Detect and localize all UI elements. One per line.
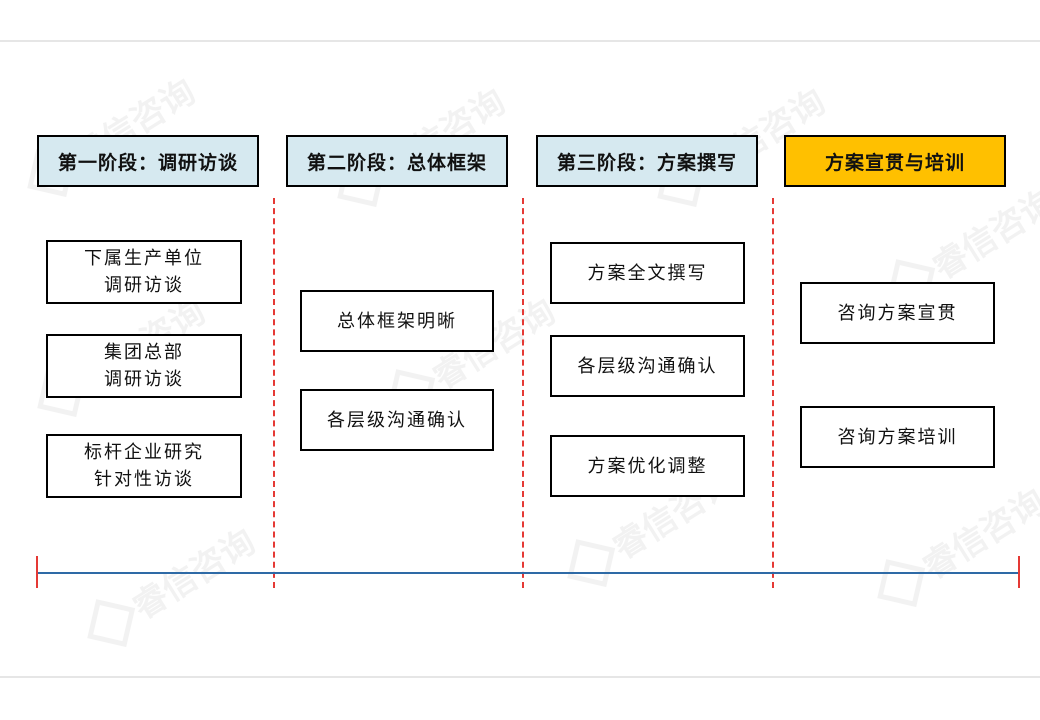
phase-header-4: 方案宣贯与培训 [784, 135, 1006, 187]
timeline-axis [37, 572, 1019, 574]
top-rule [0, 40, 1040, 42]
phase-divider-1 [273, 198, 275, 588]
phase-header-3: 第三阶段：方案撰写 [536, 135, 758, 187]
phase-1-item-1: 下属生产单位 调研访谈 [46, 240, 242, 304]
phase-4-item-2: 咨询方案培训 [800, 406, 995, 468]
timeline-tick-end [1018, 556, 1020, 588]
watermark: 睿信咨询 [871, 475, 1040, 614]
phase-header-2: 第二阶段：总体框架 [286, 135, 508, 187]
phase-header-1: 第一阶段：调研访谈 [37, 135, 259, 187]
phase-3-item-2: 各层级沟通确认 [550, 335, 745, 397]
phase-4-item-1: 咨询方案宣贯 [800, 282, 995, 344]
watermark: 睿信咨询 [81, 515, 263, 654]
phase-3-item-1: 方案全文撰写 [550, 242, 745, 304]
phase-1-item-2: 集团总部 调研访谈 [46, 334, 242, 398]
timeline-tick-start [36, 556, 38, 588]
phase-divider-2 [522, 198, 524, 588]
phase-divider-3 [772, 198, 774, 588]
bottom-rule [0, 676, 1040, 678]
phase-2-item-1: 总体框架明晰 [300, 290, 494, 352]
phase-1-item-3: 标杆企业研究 针对性访谈 [46, 434, 242, 498]
phase-3-item-3: 方案优化调整 [550, 435, 745, 497]
phase-2-item-2: 各层级沟通确认 [300, 389, 494, 451]
